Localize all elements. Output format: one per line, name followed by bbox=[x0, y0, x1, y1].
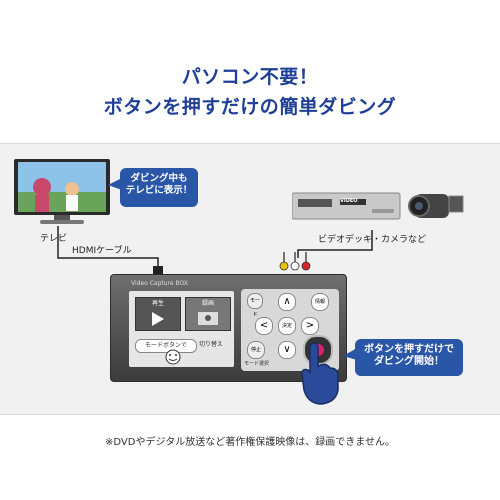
tv bbox=[12, 157, 112, 229]
mode-selector[interactable]: モードボタンで bbox=[135, 339, 197, 353]
vcr-brand: VIDEO bbox=[340, 198, 358, 204]
tv-bubble-pointer bbox=[108, 178, 122, 190]
info-button[interactable]: 情報 bbox=[311, 293, 329, 311]
action-bubble-line-2: ダビング開始！ bbox=[374, 356, 444, 367]
action-bubble-pointer bbox=[343, 348, 357, 360]
hand-icon bbox=[301, 342, 339, 405]
tv-bubble-line-1: ダビング中も bbox=[130, 173, 188, 184]
tv-bubble: ダビング中も テレビに表示！ bbox=[120, 168, 198, 207]
stop-button[interactable]: 停止 bbox=[247, 341, 265, 359]
vcr-icon bbox=[291, 192, 401, 220]
capture-box: Video Capture BOX 再生 録画 モードボタンで 切り替え モード… bbox=[110, 274, 347, 382]
menu-tile-record: 録画 bbox=[185, 297, 231, 331]
up-button[interactable]: ∧ bbox=[278, 293, 296, 311]
capture-box-title: Video Capture BOX bbox=[131, 280, 188, 287]
sources-label: ビデオデッキ・カメラなど bbox=[318, 235, 427, 245]
vcr: VIDEO bbox=[291, 191, 402, 221]
hdmi-label: HDMIケーブル bbox=[72, 246, 132, 256]
right-button[interactable]: > bbox=[301, 317, 319, 335]
mode-selector-caption: 切り替え bbox=[199, 341, 224, 348]
left-button[interactable]: < bbox=[255, 317, 273, 335]
down-button[interactable]: ∨ bbox=[278, 341, 296, 359]
record-icon bbox=[198, 312, 218, 325]
tv-label: テレビ bbox=[40, 234, 68, 244]
action-bubble: ボタンを押すだけで ダビング開始！ bbox=[355, 339, 463, 376]
footnote: ※DVDやデジタル放送など著作権保護映像は、録画できません。 bbox=[105, 437, 395, 448]
menu-tile-playback: 再生 bbox=[135, 297, 181, 331]
camcorder bbox=[405, 186, 465, 226]
device-screen: 再生 録画 モードボタンで 切り替え bbox=[129, 291, 234, 367]
action-bubble-line-1: ボタンを押すだけで bbox=[364, 344, 454, 355]
tv-bubble-line-2: テレビに表示！ bbox=[125, 185, 193, 196]
camcorder-icon bbox=[408, 194, 464, 218]
mode-caption: モード選択 bbox=[244, 361, 270, 367]
menu-tile-playback-label: 再生 bbox=[151, 300, 164, 307]
playback-icon bbox=[152, 312, 164, 326]
tv-icon bbox=[14, 159, 110, 224]
select-button[interactable]: 決定 bbox=[278, 317, 296, 335]
headline-line-1: パソコン不要！ bbox=[181, 66, 319, 88]
smiley-icon bbox=[165, 349, 181, 365]
control-panel: モード ∧ 情報 < 決定 > 停止 ∨ モード選択 bbox=[241, 289, 339, 371]
mode-button[interactable]: モード bbox=[247, 293, 263, 318]
headline-line-2: ボタンを押すだけの簡単ダビング bbox=[103, 96, 397, 118]
menu-tile-record-label: 録画 bbox=[201, 300, 214, 307]
